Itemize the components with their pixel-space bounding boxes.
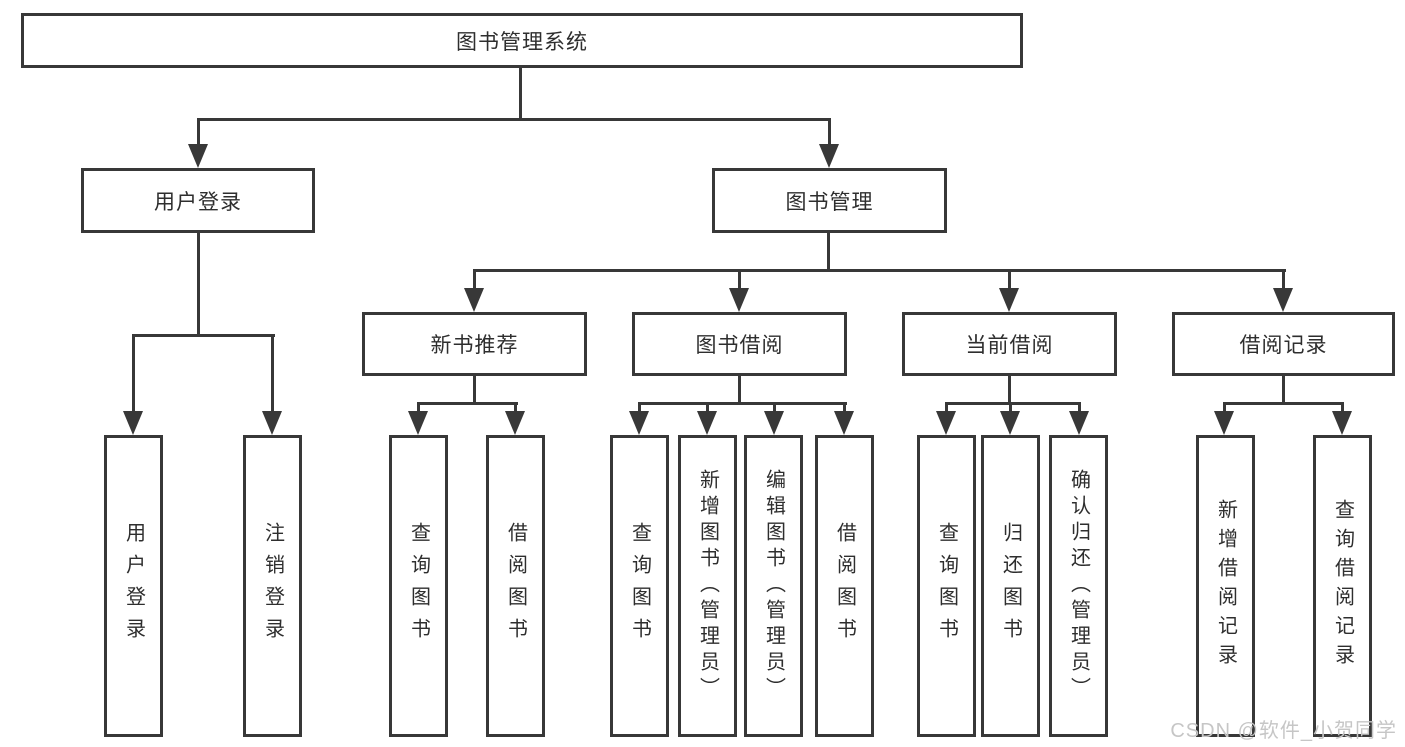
- leaf-borrow-books-borrowing: 借阅图书: [815, 435, 874, 737]
- arrow-down-icon: [936, 411, 956, 435]
- connector-line: [945, 402, 948, 415]
- connector-line: [197, 118, 831, 121]
- leaf-edit-book-admin: 编辑图书（管理员）: [744, 435, 803, 737]
- node-book-management-label: 图书管理: [785, 190, 874, 214]
- arrow-down-icon: [1214, 411, 1234, 435]
- connector-line: [638, 402, 641, 415]
- arrow-down-icon: [505, 411, 525, 435]
- connector-line: [638, 402, 847, 405]
- connector-line: [271, 334, 274, 414]
- leaf-confirm-return-admin: 确认归还（管理员）: [1049, 435, 1108, 737]
- connector-line: [843, 402, 846, 415]
- arrow-down-icon: [262, 411, 282, 435]
- connector-line: [1008, 269, 1011, 290]
- node-root: 图书管理系统: [21, 13, 1023, 68]
- leaf-query-books-borrowing-label: 查询图书: [628, 522, 651, 650]
- connector-line: [828, 118, 831, 146]
- leaf-borrow-books-recommend: 借阅图书: [486, 435, 545, 737]
- connector-line: [473, 375, 476, 405]
- arrow-down-icon: [1332, 411, 1352, 435]
- arrow-down-icon: [464, 288, 484, 312]
- connector-line: [132, 334, 275, 337]
- leaf-add-book-admin-label: 新增图书（管理员）: [696, 469, 719, 703]
- leaf-confirm-return-admin-label: 确认归还（管理员）: [1067, 469, 1090, 703]
- connector-line: [1223, 402, 1226, 415]
- arrow-down-icon: [999, 288, 1019, 312]
- connector-line: [706, 402, 709, 415]
- node-book-borrowing: 图书借阅: [632, 312, 847, 376]
- connector-line: [417, 402, 518, 405]
- connector-line: [197, 232, 200, 337]
- node-root-label: 图书管理系统: [456, 30, 588, 54]
- leaf-query-borrow-record-label: 查询借阅记录: [1331, 499, 1354, 673]
- connector-line: [197, 118, 200, 146]
- arrow-down-icon: [1000, 411, 1020, 435]
- connector-line: [1282, 375, 1285, 405]
- node-borrowing-records-label: 借阅记录: [1239, 334, 1328, 357]
- arrow-down-icon: [729, 288, 749, 312]
- leaf-logout: 注销登录: [243, 435, 302, 737]
- leaf-query-books-recommend: 查询图书: [389, 435, 448, 737]
- node-book-management: 图书管理: [712, 168, 947, 233]
- leaf-query-books-current-label: 查询图书: [935, 522, 958, 650]
- connector-line: [1009, 402, 1012, 415]
- csdn-watermark: CSDN @软件_小贺同学: [1170, 720, 1397, 742]
- node-new-book-recommend-label: 新书推荐: [430, 334, 519, 357]
- leaf-add-borrow-record: 新增借阅记录: [1196, 435, 1255, 737]
- arrow-down-icon: [834, 411, 854, 435]
- connector-line: [1008, 375, 1011, 405]
- arrow-down-icon: [764, 411, 784, 435]
- leaf-borrow-books-recommend-label: 借阅图书: [504, 522, 527, 650]
- arrow-down-icon: [697, 411, 717, 435]
- connector-line: [519, 67, 522, 120]
- connector-line: [773, 402, 776, 415]
- node-borrowing-records: 借阅记录: [1172, 312, 1395, 376]
- leaf-user-login: 用户登录: [104, 435, 163, 737]
- arrow-down-icon: [1273, 288, 1293, 312]
- node-current-borrowing-label: 当前借阅: [965, 334, 1054, 357]
- leaf-return-books-label: 归还图书: [999, 522, 1022, 650]
- leaf-edit-book-admin-label: 编辑图书（管理员）: [762, 469, 785, 703]
- arrow-down-icon: [408, 411, 428, 435]
- leaf-user-login-label: 用户登录: [122, 522, 145, 650]
- leaf-query-books-current: 查询图书: [917, 435, 976, 737]
- connector-line: [827, 232, 830, 272]
- leaf-logout-label: 注销登录: [261, 522, 284, 650]
- node-new-book-recommend: 新书推荐: [362, 312, 587, 376]
- leaf-query-borrow-record: 查询借阅记录: [1313, 435, 1372, 737]
- connector-line: [473, 269, 476, 290]
- connector-line: [738, 375, 741, 405]
- connector-line: [1078, 402, 1081, 415]
- connector-line: [738, 269, 741, 290]
- leaf-add-borrow-record-label: 新增借阅记录: [1214, 499, 1237, 673]
- connector-line: [514, 402, 517, 415]
- arrow-down-icon: [819, 144, 839, 168]
- connector-line: [473, 269, 1286, 272]
- connector-line: [945, 402, 1081, 405]
- node-current-borrowing: 当前借阅: [902, 312, 1117, 376]
- arrow-down-icon: [123, 411, 143, 435]
- leaf-query-books-recommend-label: 查询图书: [407, 522, 430, 650]
- node-book-borrowing-label: 图书借阅: [695, 334, 784, 357]
- leaf-return-books: 归还图书: [981, 435, 1040, 737]
- arrow-down-icon: [188, 144, 208, 168]
- connector-line: [417, 402, 420, 415]
- connector-line: [1223, 402, 1344, 405]
- arrow-down-icon: [629, 411, 649, 435]
- connector-line: [132, 334, 135, 414]
- leaf-borrow-books-borrowing-label: 借阅图书: [833, 522, 856, 650]
- connector-line: [1341, 402, 1344, 415]
- leaf-add-book-admin: 新增图书（管理员）: [678, 435, 737, 737]
- node-user-login: 用户登录: [81, 168, 315, 233]
- leaf-query-books-borrowing: 查询图书: [610, 435, 669, 737]
- connector-line: [1282, 269, 1285, 290]
- node-user-login-label: 用户登录: [154, 190, 242, 214]
- arrow-down-icon: [1069, 411, 1089, 435]
